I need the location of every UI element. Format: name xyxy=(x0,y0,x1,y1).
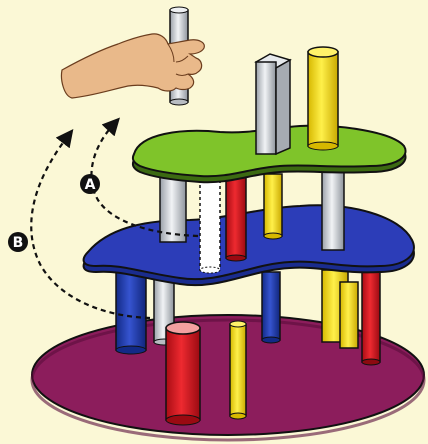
middle-tier xyxy=(84,205,414,285)
peg-yellow-middle xyxy=(264,174,282,239)
label-a-badge: A xyxy=(80,174,100,194)
peg-grey-tall-right xyxy=(322,168,344,250)
peg-red-right xyxy=(362,272,380,365)
hand-holding-peg xyxy=(61,7,204,105)
label-a-text: A xyxy=(85,177,96,193)
peg-yellow-right-back xyxy=(322,270,358,348)
peg-red-front xyxy=(166,322,200,425)
label-b-badge: B xyxy=(8,232,28,252)
peg-red-middle xyxy=(226,176,246,261)
peg-grey-square-top xyxy=(256,54,290,154)
hand-icon xyxy=(61,34,204,98)
peg-yellow-front xyxy=(230,321,246,419)
label-b-text: B xyxy=(13,235,24,251)
peg-blue-center xyxy=(262,272,280,343)
peg-outline-dashed xyxy=(200,176,220,273)
peg-grey-middle-left xyxy=(160,172,186,242)
peg-yellow-top xyxy=(308,47,338,150)
